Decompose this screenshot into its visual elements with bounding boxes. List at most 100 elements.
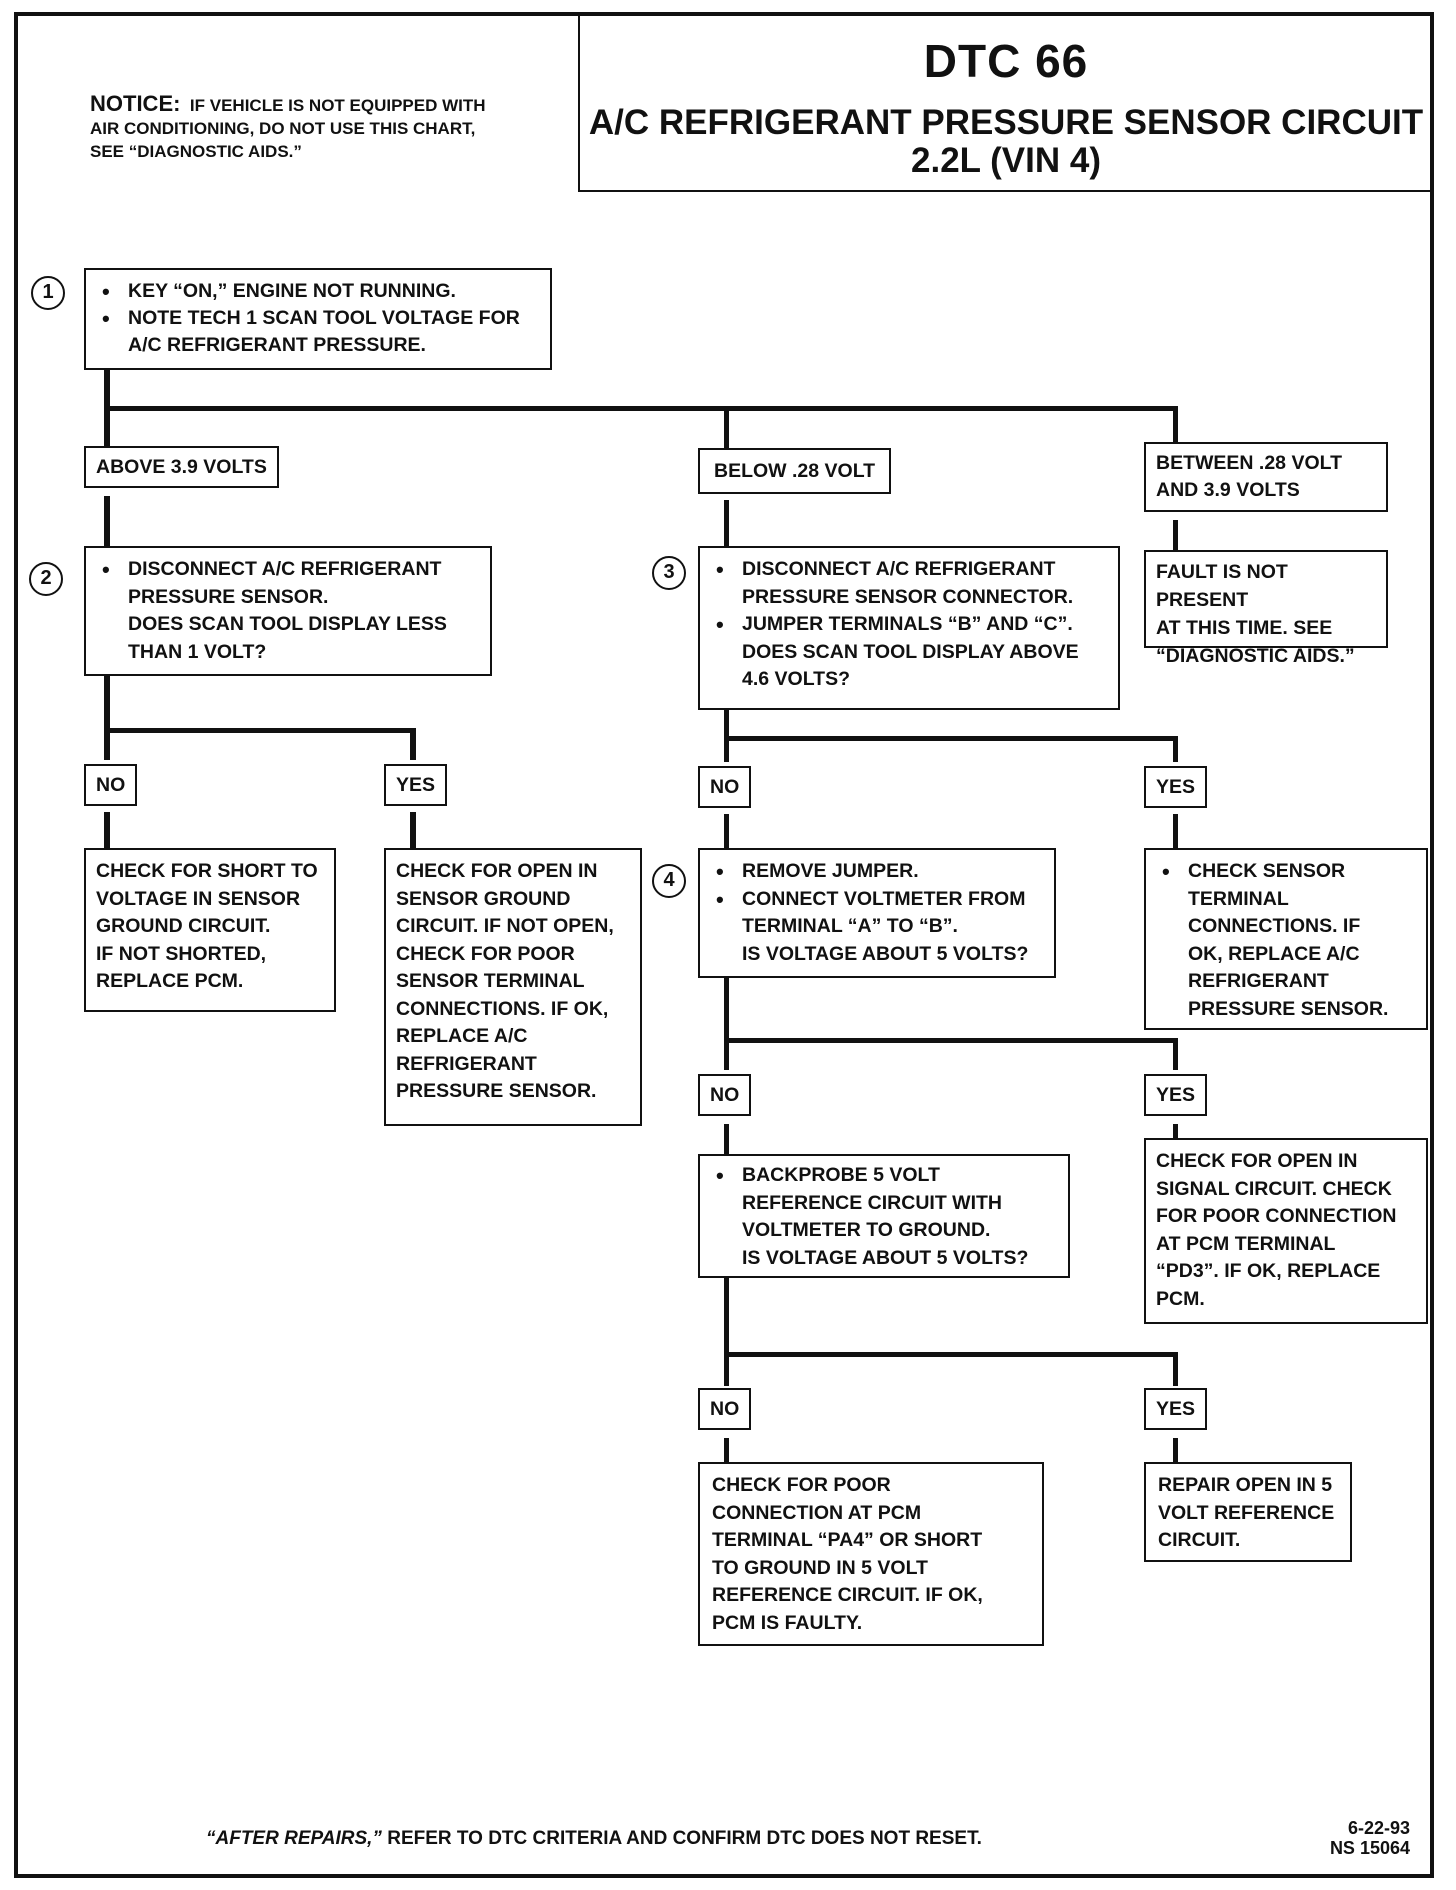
title-block [578, 12, 1434, 192]
box-line: GROUND CIRCUIT. [96, 915, 271, 937]
dtc-title: DTC 66 [923, 35, 1089, 87]
backprobe-text: VOLTMETER TO GROUND. [742, 1219, 991, 1241]
subtitle-line: A/C REFRIGERANT PRESSURE SENSOR CIRCUIT [588, 103, 1424, 142]
yes-label: YES [1144, 766, 1208, 808]
after-repairs-text: REFER TO DTC CRITERIA AND CONFIRM DTC DO… [381, 1828, 982, 1849]
step1-bullet: KEY “ON,” ENGINE NOT RUNNING. [96, 278, 540, 305]
connector [1173, 814, 1178, 848]
box-line: CHECK FOR OPEN IN [396, 860, 598, 882]
step3-text: JUMPER TERMINALS “B” AND “C”. [742, 613, 1073, 635]
step3-box: DISCONNECT A/C REFRIGERANT PRESSURE SENS… [698, 546, 1120, 710]
box-line: OK, REPLACE A/C [1188, 942, 1360, 965]
check-terminal-bullet: CHECK SENSOR TERMINAL CONNECTIONS. IF OK… [1156, 858, 1416, 1023]
box-line: CONNECTION AT PCM [712, 1501, 922, 1524]
after-repairs-lead: “AFTER REPAIRS,” [206, 1828, 382, 1849]
connector [104, 674, 110, 760]
branch-between-text: BETWEEN .28 VOLT [1156, 452, 1342, 474]
box-line: REFRIGERANT [396, 1052, 537, 1075]
step1-bullet: NOTE TECH 1 SCAN TOOL VOLTAGE FOR A/C REF… [96, 305, 540, 359]
branch-between: BETWEEN .28 VOLT AND 3.9 VOLTS [1144, 442, 1388, 512]
yes-label: YES [1144, 1074, 1208, 1116]
step2-text: DOES SCAN TOOL DISPLAY LESS [128, 613, 447, 635]
box-line: TERMINAL [1188, 887, 1289, 910]
step1-box: KEY “ON,” ENGINE NOT RUNNING. NOTE TECH … [84, 268, 552, 370]
repair-open-box: REPAIR OPEN IN 5 VOLT REFERENCE CIRCUIT. [1144, 1462, 1352, 1562]
backprobe-text: BACKPROBE 5 VOLT [742, 1164, 940, 1186]
step1-text: A/C REFRIGERANT PRESSURE. [128, 334, 426, 356]
connector [104, 496, 110, 546]
backprobe-bullet: BACKPROBE 5 VOLT REFERENCE CIRCUIT WITH … [710, 1162, 1058, 1272]
box-line: CHECK FOR SHORT TO [96, 860, 318, 882]
step2-text: PRESSURE SENSOR. [128, 585, 329, 608]
poor-connection-box: CHECK FOR POOR CONNECTION AT PCM TERMINA… [698, 1462, 1044, 1646]
backprobe-text: REFERENCE CIRCUIT WITH [742, 1191, 1002, 1214]
box-line: REPAIR OPEN IN 5 [1158, 1474, 1333, 1496]
connector [104, 728, 416, 733]
connector [104, 812, 110, 848]
yes-label: YES [384, 764, 448, 806]
connector [724, 1352, 1178, 1357]
connector [1173, 1038, 1178, 1070]
notice-lead: NOTICE: [90, 91, 181, 116]
open-ground-box: CHECK FOR OPEN IN SENSOR GROUND CIRCUIT.… [384, 848, 642, 1126]
step4-bullet: REMOVE JUMPER. [710, 858, 1044, 886]
connector [1173, 1352, 1178, 1386]
box-line: REPLACE PCM. [96, 970, 244, 992]
backprobe-box: BACKPROBE 5 VOLT REFERENCE CIRCUIT WITH … [698, 1154, 1070, 1278]
step2-box: DISCONNECT A/C REFRIGERANT PRESSURE SENS… [84, 546, 492, 676]
box-line: TERMINAL “PA4” OR SHORT [712, 1529, 983, 1551]
branch-above: ABOVE 3.9 VOLTS [84, 446, 279, 488]
box-line: REFERENCE CIRCUIT. IF OK, [712, 1584, 983, 1606]
box-line: PCM. [1156, 1287, 1205, 1310]
step-marker-3: 3 [652, 556, 686, 590]
short-to-voltage-box: CHECK FOR SHORT TO VOLTAGE IN SENSOR GRO… [84, 848, 336, 1012]
check-terminal-box: CHECK SENSOR TERMINAL CONNECTIONS. IF OK… [1144, 848, 1428, 1030]
connector [724, 814, 729, 848]
connector [724, 1438, 729, 1462]
connector [410, 728, 416, 760]
connector [1173, 736, 1178, 762]
branch-below: BELOW .28 VOLT [698, 448, 892, 494]
branch-between-text: AND 3.9 VOLTS [1156, 479, 1300, 501]
box-line: REPLACE A/C [396, 1025, 528, 1047]
box-line: PCM IS FAULTY. [712, 1611, 863, 1634]
box-line: FOR POOR CONNECTION [1156, 1205, 1397, 1227]
step3-text: DOES SCAN TOOL DISPLAY ABOVE [742, 640, 1079, 663]
fault-not-present-box: FAULT IS NOT PRESENT AT THIS TIME. SEE “… [1144, 550, 1388, 667]
after-repairs-note: “AFTER REPAIRS,” REFER TO DTC CRITERIA A… [206, 1828, 982, 1850]
connector [104, 406, 1178, 411]
yes-label: YES [1144, 1388, 1208, 1430]
box-line: FAULT IS NOT PRESENT [1156, 561, 1288, 611]
step3-bullet: DISCONNECT A/C REFRIGERANT PRESSURE SENS… [710, 556, 1108, 611]
connector [724, 736, 1178, 741]
connector [724, 1276, 729, 1386]
no-label: NO [84, 764, 138, 806]
open-signal-box: CHECK FOR OPEN IN SIGNAL CIRCUIT. CHECK … [1144, 1138, 1428, 1324]
connector [724, 978, 729, 1070]
connector [724, 500, 729, 546]
box-line: SENSOR TERMINAL [396, 970, 585, 992]
connector [724, 1038, 1178, 1043]
step-marker-2: 2 [29, 562, 63, 596]
connector [724, 1124, 729, 1154]
notice-line: AIR CONDITIONING, DO NOT USE THIS CHART, [90, 119, 476, 138]
connector [1173, 1438, 1178, 1462]
step3-text: DISCONNECT A/C REFRIGERANT [742, 558, 1056, 580]
connector [104, 368, 110, 410]
connector [724, 406, 729, 448]
connector [724, 708, 729, 762]
step3-text: 4.6 VOLTS? [742, 668, 850, 690]
box-line: SIGNAL CIRCUIT. CHECK [1156, 1177, 1392, 1200]
step4-box: REMOVE JUMPER. CONNECT VOLTMETER FROM TE… [698, 848, 1056, 978]
document-date: 6-22-93 [1347, 1818, 1410, 1838]
box-line: IF NOT SHORTED, [96, 942, 267, 965]
step1-text: NOTE TECH 1 SCAN TOOL VOLTAGE FOR [128, 307, 520, 329]
connector [104, 406, 110, 446]
box-line: CONNECTIONS. IF [1188, 915, 1361, 937]
box-line: CHECK FOR POOR [396, 942, 575, 965]
subtitle-line: 2.2L (VIN 4) [911, 141, 1101, 180]
box-line: TO GROUND IN 5 VOLT [712, 1556, 928, 1579]
notice-line: IF VEHICLE IS NOT EQUIPPED WITH [189, 96, 486, 115]
step2-text: THAN 1 VOLT? [128, 640, 267, 663]
dtc-subtitle: A/C REFRIGERANT PRESSURE SENSOR CIRCUIT … [578, 104, 1434, 180]
